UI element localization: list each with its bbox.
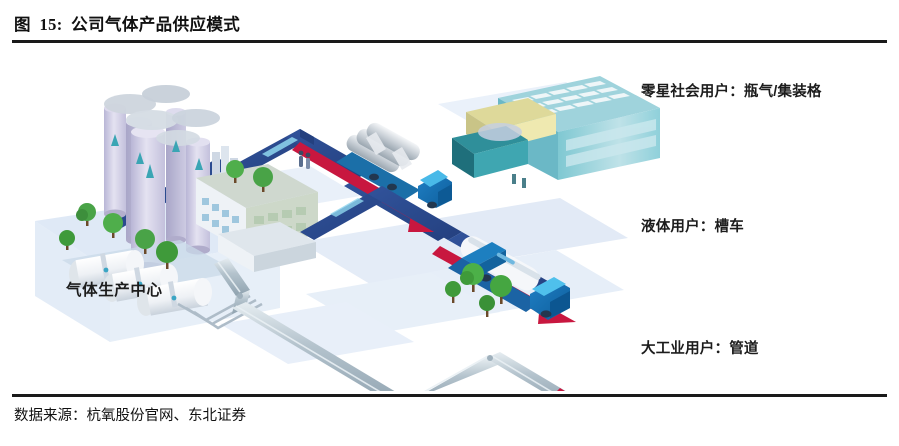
source-note: 数据来源：杭氧股份官网、东北证券 [14,408,246,424]
page-title: 图 15: 公司气体产品供应模式 [14,11,240,35]
callout-pipeline-users: 大工业用户：管道 [641,341,759,357]
source-divider [12,394,887,397]
callout-liquid-users: 液体用户：槽车 [641,219,744,235]
callout-retail-users: 零星社会用户：瓶气/集装格 [641,84,822,100]
plant-trees [59,160,273,269]
industrial-factory-building [452,76,660,188]
horizontal-storage-tanks [62,240,238,316]
roadside-trees [445,263,512,317]
worker-figures [298,150,311,169]
plant-office-building [196,164,318,272]
title-divider [12,40,887,43]
figure-label: 图 [14,15,31,34]
gas-pipeline [214,258,566,391]
gas-production-center-label: 气体生产中心 [66,282,163,299]
pipeline-supply-arrow [557,388,565,391]
figure-title-text: 公司气体产品供应模式 [71,15,241,34]
gas-cylinder-truck [336,122,452,209]
gas-production-plant [59,85,318,330]
figure-number: 15: [39,15,63,34]
supply-mode-diagram [0,46,899,391]
